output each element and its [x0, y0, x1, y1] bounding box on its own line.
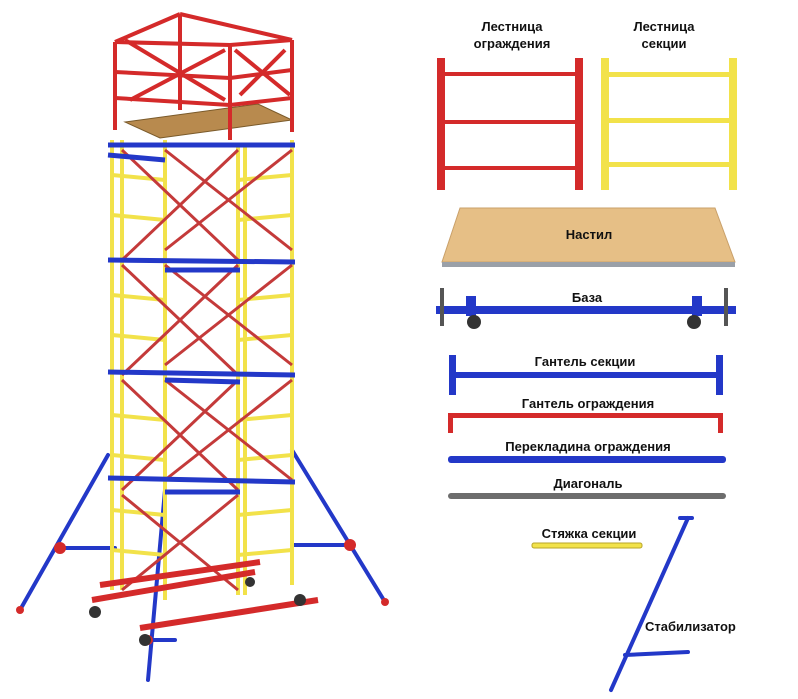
label-diagonal: Диагональ: [554, 475, 623, 492]
guard-crossbar-illustration: [448, 456, 726, 463]
section-tie-illustration: [532, 543, 642, 548]
label-guard-dumbbell: Гантель ограждения: [522, 395, 654, 412]
label-deck: Настил: [566, 226, 612, 243]
label-base: База: [572, 289, 602, 306]
section-ladder-illustration: [601, 58, 737, 190]
label-guard-ladder: Лестница ограждения: [474, 18, 551, 52]
guard-dumbbell-illustration: [448, 413, 723, 433]
label-section-dumbbell: Гантель секции: [535, 353, 636, 370]
label-stabilizer: Стабилизатор: [645, 618, 736, 635]
diagonal-illustration: [448, 493, 726, 499]
label-section-tie: Стяжка секции: [542, 525, 637, 542]
label-guard-crossbar: Перекладина ограждения: [505, 438, 671, 455]
guard-ladder-illustration: [437, 58, 583, 190]
label-section-ladder: Лестница секции: [633, 18, 694, 52]
